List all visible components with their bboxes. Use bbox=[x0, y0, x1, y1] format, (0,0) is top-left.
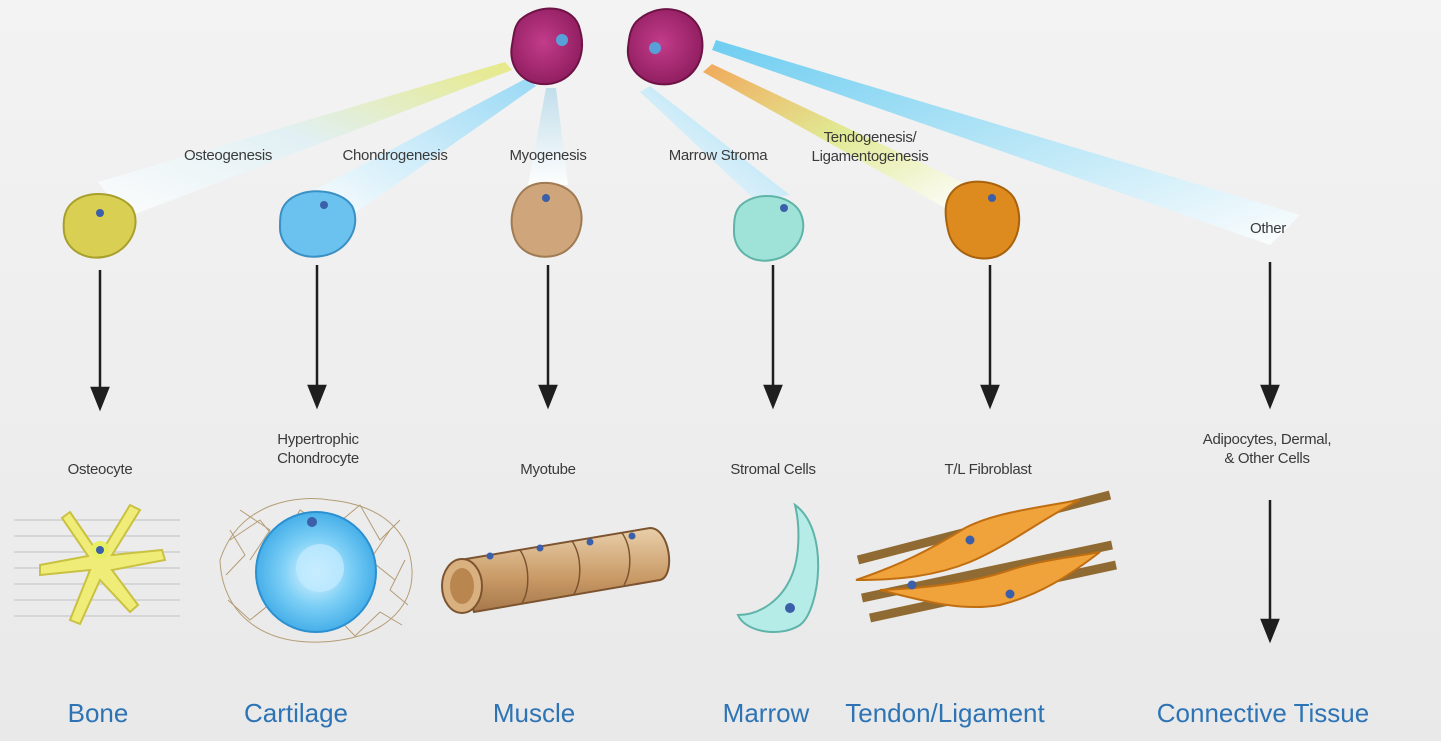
osteocyte-illustration bbox=[14, 505, 180, 624]
stromal-cell-illustration bbox=[738, 505, 818, 632]
label-adipocytes-line2: & Other Cells bbox=[1203, 449, 1332, 468]
myogenesis-beam bbox=[528, 88, 568, 185]
label-myogenesis: Myogenesis bbox=[509, 147, 586, 164]
label-osteogenesis: Osteogenesis bbox=[184, 147, 272, 164]
stem-cell-right bbox=[628, 9, 703, 84]
label-tl-fibroblast: T/L Fibroblast bbox=[945, 461, 1032, 478]
tissue-cartilage: Cartilage bbox=[244, 698, 348, 729]
label-tendogenesis: Tendogenesis/ Ligamentogenesis bbox=[812, 128, 929, 166]
myotube-illustration bbox=[442, 528, 669, 613]
label-other: Other bbox=[1250, 220, 1286, 237]
label-marrow-stroma: Marrow Stroma bbox=[669, 147, 768, 164]
fibroblast-illustration bbox=[856, 495, 1116, 618]
tendon-progenitor-cell bbox=[946, 182, 1020, 259]
label-hypertrophic-line2: Chondrocyte bbox=[277, 449, 359, 468]
tissue-tendon-ligament: Tendon/Ligament bbox=[845, 698, 1044, 729]
chondrocyte-illustration bbox=[220, 499, 412, 643]
tissue-bone: Bone bbox=[68, 698, 129, 729]
tissue-marrow: Marrow bbox=[723, 698, 810, 729]
label-myotube: Myotube bbox=[520, 461, 575, 478]
marrow-progenitor-cell bbox=[734, 196, 803, 261]
label-hypertrophic-line1: Hypertrophic bbox=[277, 430, 359, 449]
tissue-muscle: Muscle bbox=[493, 698, 575, 729]
label-hypertrophic-chondrocyte: Hypertrophic Chondrocyte bbox=[277, 430, 359, 468]
label-tendogenesis-line2: Ligamentogenesis bbox=[812, 147, 929, 166]
tissue-connective: Connective Tissue bbox=[1157, 698, 1369, 729]
label-tendogenesis-line1: Tendogenesis/ bbox=[812, 128, 929, 147]
label-adipocytes-line1: Adipocytes, Dermal, bbox=[1203, 430, 1332, 449]
stem-cell-left bbox=[511, 9, 582, 85]
myo-progenitor-cell bbox=[512, 183, 582, 257]
chondro-progenitor-cell bbox=[280, 191, 355, 256]
label-chondrogenesis: Chondrogenesis bbox=[342, 147, 447, 164]
label-stromal-cells: Stromal Cells bbox=[730, 461, 815, 478]
label-adipocytes: Adipocytes, Dermal, & Other Cells bbox=[1203, 430, 1332, 468]
label-osteocyte: Osteocyte bbox=[68, 461, 133, 478]
osteo-progenitor-cell bbox=[64, 194, 136, 258]
